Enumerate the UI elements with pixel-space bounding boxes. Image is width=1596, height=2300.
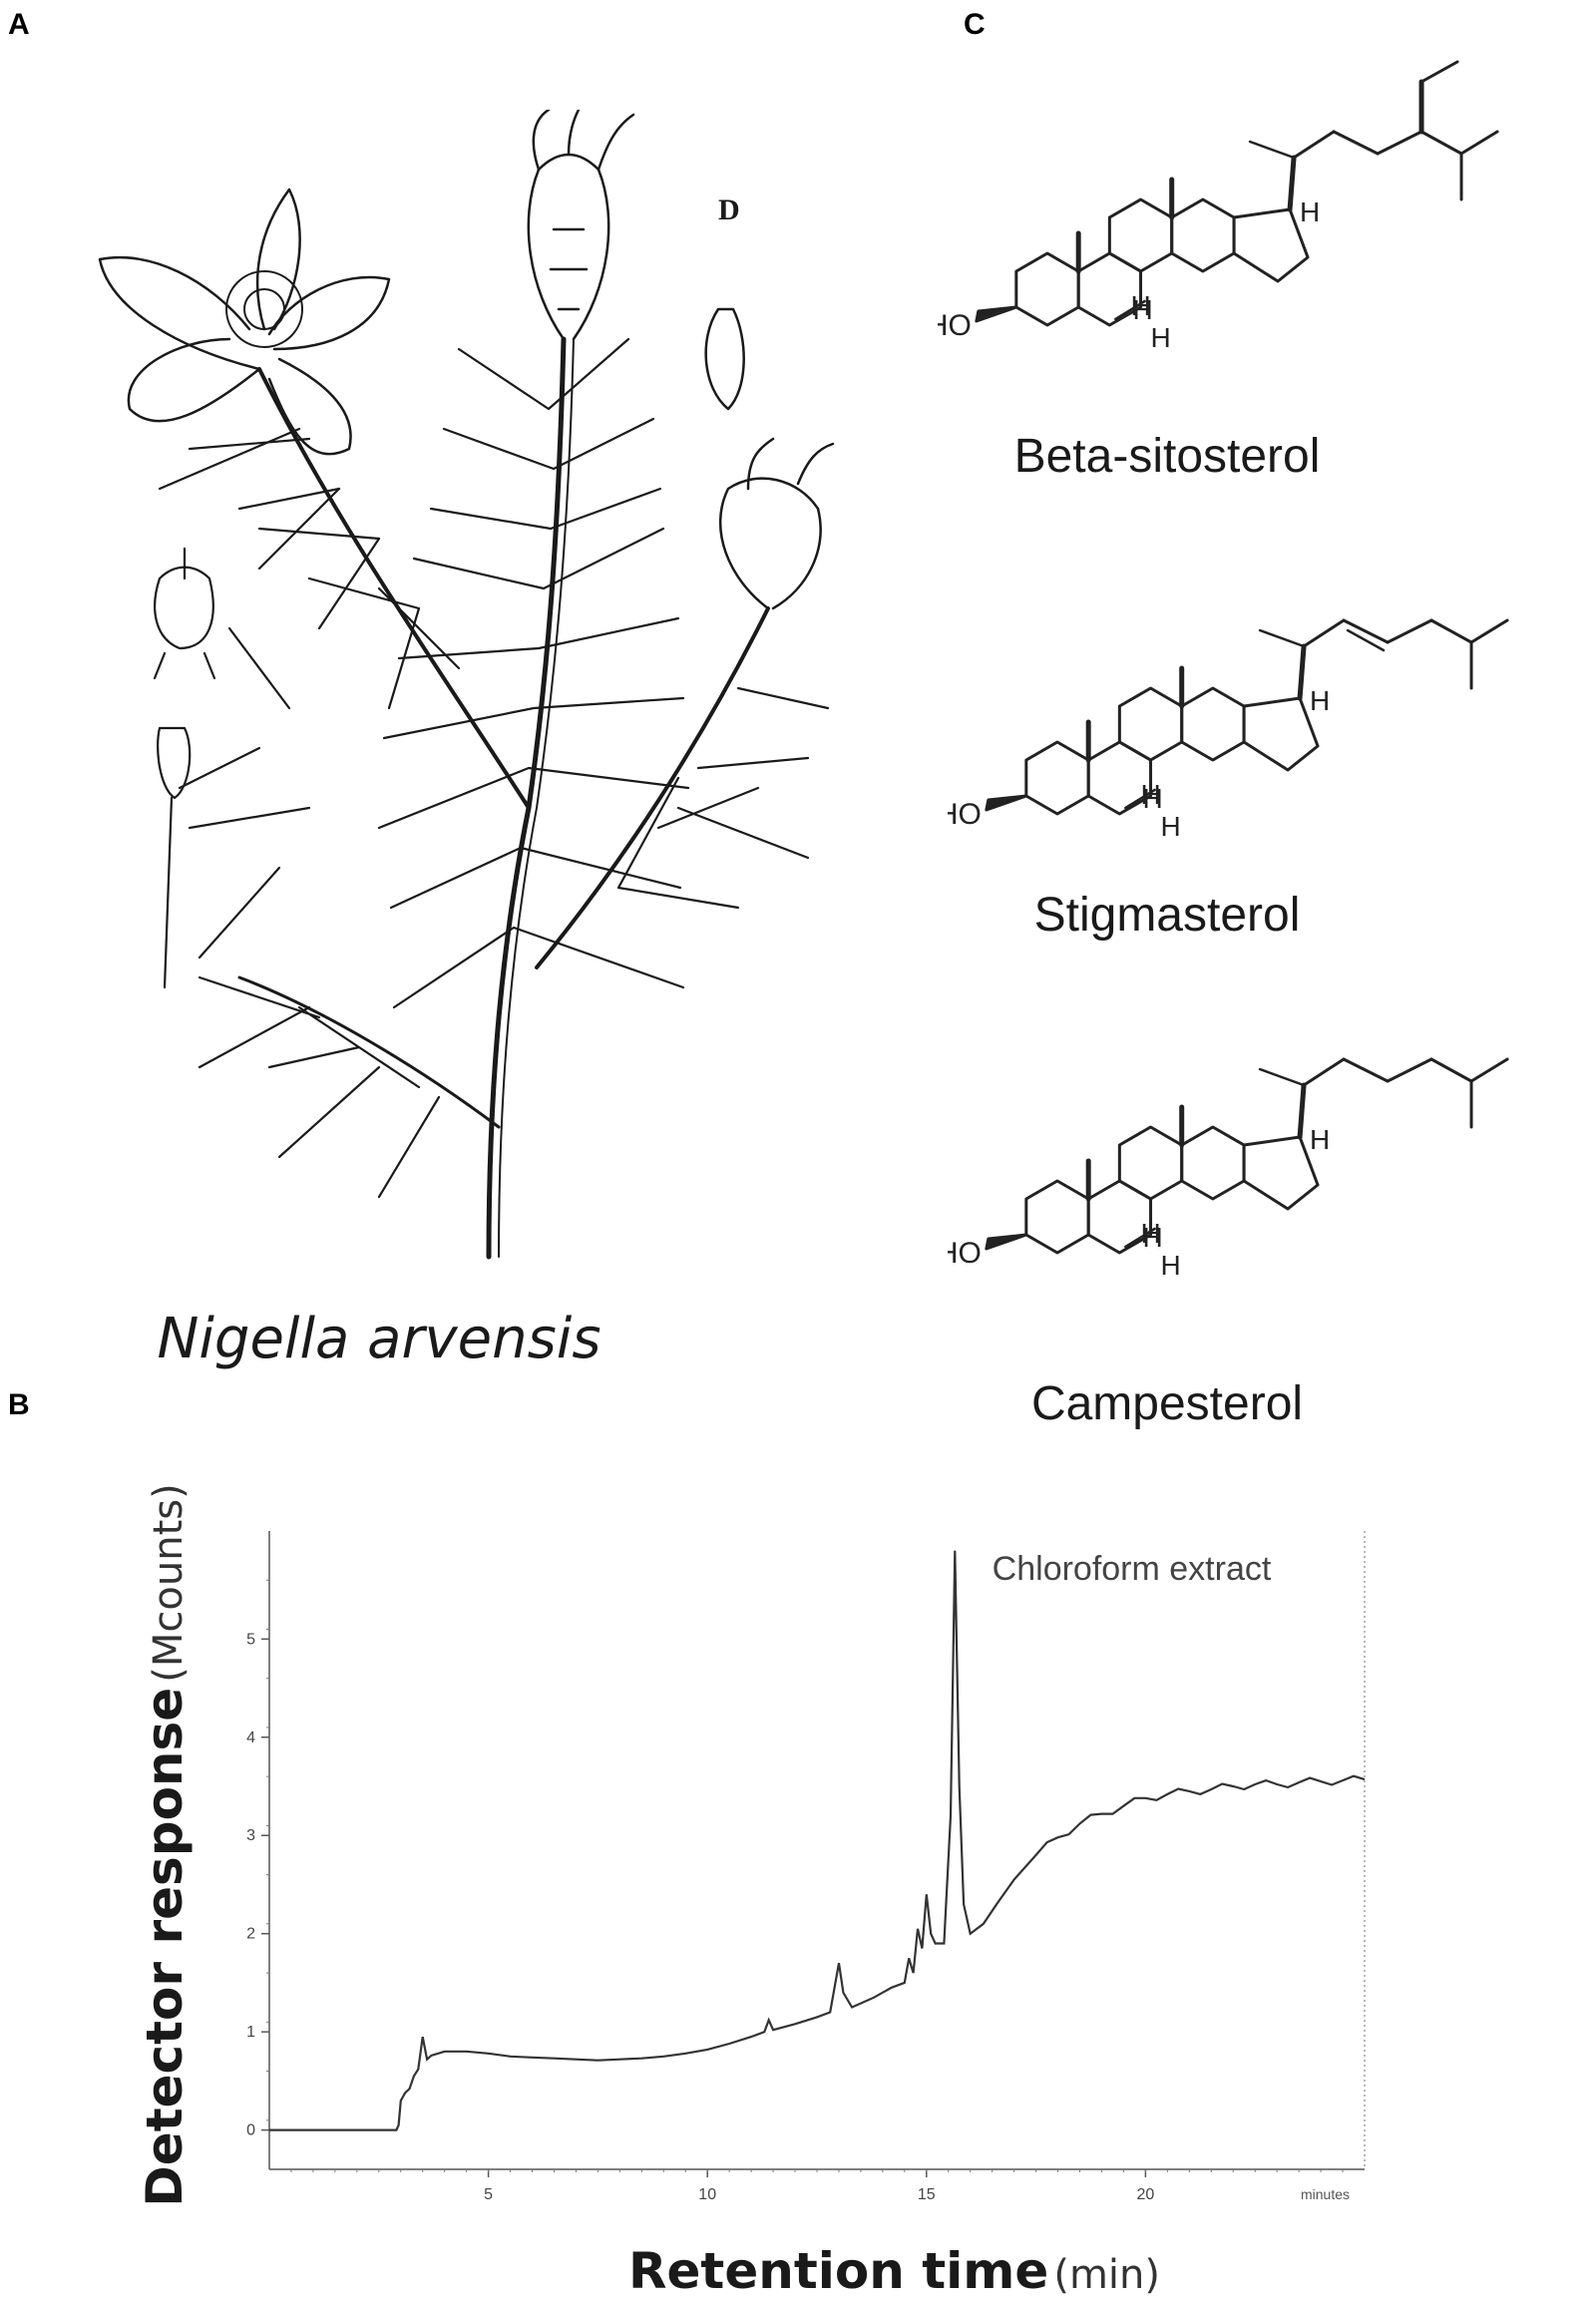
right-branch bbox=[535, 606, 770, 969]
panel-label-c: C bbox=[964, 8, 986, 41]
atom-label: H bbox=[1133, 294, 1153, 325]
inset-label-d: D bbox=[718, 193, 740, 226]
atom-label: H bbox=[1131, 290, 1151, 321]
beta-sitosterol-label: Beta-sitosterol bbox=[1013, 430, 1321, 483]
y-tick-label: 1 bbox=[246, 2024, 255, 2041]
y-axis-unit: (Mcounts) bbox=[146, 1483, 192, 1683]
chromatogram-trace bbox=[269, 1550, 1366, 2131]
campesterol-structure: HOHHHH bbox=[948, 1057, 1509, 1281]
floral-detail-insets bbox=[153, 547, 216, 989]
main-stem bbox=[486, 336, 567, 1260]
atom-label: H bbox=[1161, 1250, 1181, 1281]
y-tick-label: 2 bbox=[246, 1926, 255, 1943]
flower-bud bbox=[719, 437, 835, 610]
y-tick-label: 0 bbox=[246, 2122, 255, 2139]
panel-label-a: A bbox=[8, 8, 30, 41]
atom-label: H bbox=[1300, 196, 1320, 227]
chromatogram-chart: 5 10 15 20 0 1 2 3 4 5 Chloroform extract minutes bbox=[246, 1531, 1366, 2203]
chart-annotation: Chloroform extract bbox=[993, 1550, 1272, 1588]
nigella-arvensis-illustration: D bbox=[98, 110, 835, 1260]
atom-label: HO bbox=[948, 798, 982, 831]
x-axis-label: Retention time bbox=[628, 2242, 1049, 2300]
campesterol-label: Campesterol bbox=[1030, 1377, 1304, 1430]
atom-label: H bbox=[1141, 779, 1161, 810]
atom-label: HO bbox=[938, 309, 972, 342]
stigmasterol-label: Stigmasterol bbox=[1033, 889, 1301, 942]
atom-label: H bbox=[1143, 783, 1163, 814]
x-axis-title: Retention time (min) bbox=[628, 2242, 1160, 2300]
atom-label: HO bbox=[948, 1237, 982, 1270]
atom-label: H bbox=[1310, 1124, 1330, 1155]
panel-label-b: B bbox=[8, 1388, 30, 1421]
y-axis-label: Detector response bbox=[136, 1687, 194, 2207]
flower bbox=[98, 188, 391, 456]
x-tick-label: 5 bbox=[484, 2186, 493, 2203]
y-axis-title: Detector response (Mcounts) bbox=[136, 1483, 194, 2206]
atom-label: H bbox=[1310, 685, 1330, 716]
x-tick-label: 10 bbox=[698, 2186, 716, 2203]
x-axis-unit-label: minutes bbox=[1301, 2186, 1350, 2202]
seed-capsule bbox=[527, 110, 635, 341]
x-tick-label: 15 bbox=[918, 2186, 936, 2203]
atom-label: H bbox=[1143, 1222, 1163, 1253]
x-axis-unit: (min) bbox=[1053, 2252, 1160, 2298]
atom-label: H bbox=[1151, 322, 1171, 353]
y-tick-label: 4 bbox=[246, 1729, 255, 1746]
y-tick-label: 3 bbox=[246, 1827, 255, 1844]
beta-sitosterol-structure: HOHHHH bbox=[938, 60, 1499, 353]
x-tick-label: 20 bbox=[1137, 2186, 1155, 2203]
stigmasterol-structure: HOHHHH bbox=[948, 618, 1509, 842]
species-caption: Nigella arvensis bbox=[157, 1307, 601, 1371]
seed-detail bbox=[704, 307, 745, 411]
atom-label: H bbox=[1161, 811, 1181, 842]
left-branch bbox=[257, 367, 531, 810]
y-tick-label: 5 bbox=[246, 1631, 255, 1648]
atom-label: H bbox=[1141, 1218, 1161, 1249]
